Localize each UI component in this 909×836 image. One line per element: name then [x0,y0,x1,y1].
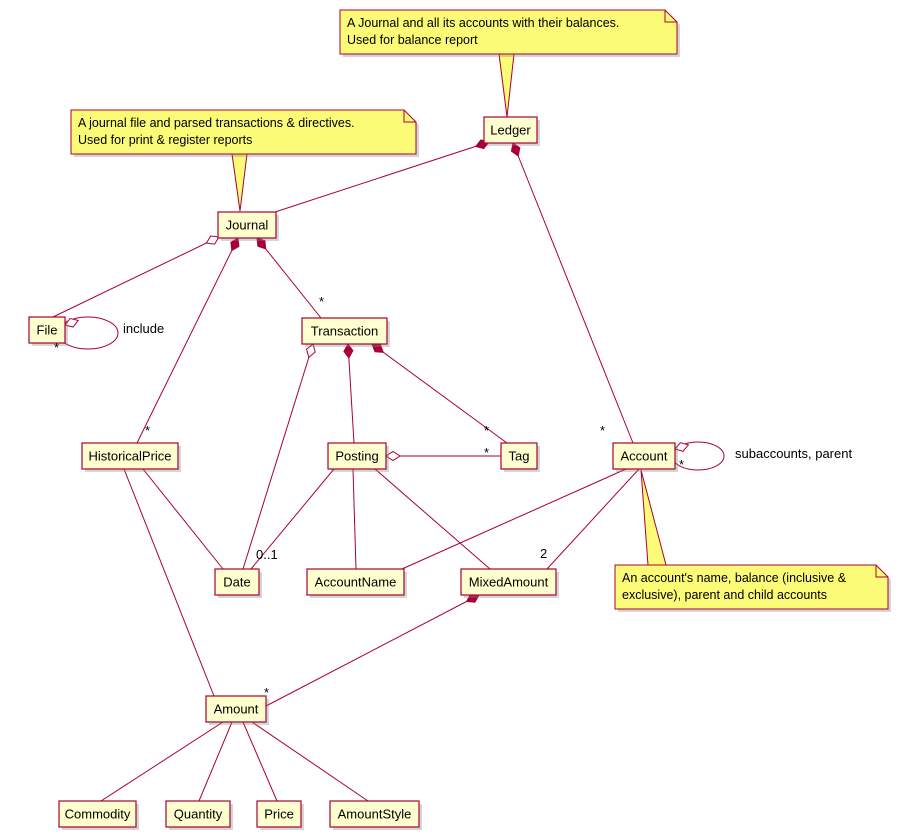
edge-historicalprice-date [142,468,224,570]
edge-posting-date [250,468,335,570]
note-journal-fold-icon [403,110,416,123]
transaction-label: Transaction [311,324,378,339]
class-tag [500,442,538,470]
include-label: include [123,321,164,336]
posting-label: Posting [335,449,378,464]
transaction-date-diamond-icon [306,343,316,359]
class-quantity [165,800,231,828]
note-journal-text-line: Used for print & register reports [78,133,252,147]
edge-ledger-journal [271,141,490,214]
account-subaccounts-mult: * [679,457,684,472]
journal-historicalprice-diamond-icon [230,237,240,252]
edge-posting-accountname [352,468,357,570]
edge-ledger-account [512,142,634,444]
class-amountstyle [329,800,420,828]
class-posting [327,442,387,470]
edge-journal-historicalprice [136,237,239,444]
class-amount [205,695,267,723]
edge-transaction-posting [347,343,355,444]
note-ledger-tail [498,53,515,118]
class-historicalprice [81,442,179,470]
note-journal-tail [231,153,248,212]
quantity-label: Quantity [174,807,223,822]
journal-histprice-mult: * [145,423,150,438]
edge-journal-file [52,236,220,318]
note-ledger-text-line: Used for balance report [347,33,478,47]
note-account [614,564,889,610]
mixedamount-amount-mult: * [264,685,269,700]
ledger-account-mult: * [600,423,605,438]
class-account [612,442,676,470]
transaction-posting-diamond-icon [343,343,354,359]
edge-journal-transaction [256,237,322,319]
edge-account-mixedamount [546,468,640,570]
note-journal-text-line: A journal file and parsed transactions &… [78,116,355,130]
edge-amount-amountstyle [251,721,369,802]
account-label: Account [621,449,668,464]
file-label: File [37,323,58,338]
note-ledger-fold-icon [664,10,677,23]
class-mixedamount [460,568,557,596]
class-date [214,568,260,596]
edge-account-accountname [401,468,627,570]
account-mixedamount-mult: 2 [540,546,547,561]
note-ledger [339,9,678,55]
edge-transaction-date [242,343,314,570]
class-commodity [58,800,137,828]
mixedamount-label: MixedAmount [469,575,549,590]
note-journal [70,109,417,155]
accountname-label: AccountName [315,575,397,590]
edge-amount-commodity [100,721,224,802]
ledger-label: Ledger [490,123,531,138]
edge-transaction-tag [371,343,508,444]
amount-label: Amount [214,702,259,717]
class-transaction [301,317,388,345]
transaction-tag-mult: * [484,423,489,438]
date-label: Date [223,575,250,590]
note-ledger-text-line: A Journal and all its accounts with thei… [347,16,619,30]
edge-amount-quantity [198,721,233,802]
note-account-fold-icon [875,565,888,578]
posting-tag-diamond-icon [385,450,401,462]
commodity-label: Commodity [65,807,131,822]
note-account-text-line: An account's name, balance (inclusive & [622,571,847,585]
edge-posting-mixedamount [374,468,491,570]
journal-transaction-mult: * [319,294,324,309]
historicalprice-label: HistoricalPrice [88,449,171,464]
edge-historicalprice-amount [123,468,215,697]
posting-tag-mult: * [484,445,489,460]
price-label: Price [264,807,294,822]
amountstyle-label: AmountStyle [338,807,412,822]
class-journal [217,211,277,239]
journal-file-diamond-icon [205,235,220,245]
posting-date-mult: 0..1 [256,547,278,562]
note-account-text-line: exclusive), parent and child accounts [622,588,827,602]
file-include-mult: * [54,340,59,355]
class-file [28,316,66,344]
edge-amount-price [242,721,278,802]
class-ledger [483,116,538,144]
ledger-account-diamond-icon [510,142,521,157]
account-parent-loop-diamond-icon [674,442,690,452]
file-include-loop-diamond-icon [64,317,80,328]
tag-label: Tag [509,449,530,464]
journal-transaction-diamond-icon [256,237,267,250]
class-price [256,800,302,828]
class-accountname [306,568,405,596]
journal-label: Journal [226,218,269,233]
subaccounts-label: subaccounts, parent [735,446,852,461]
edge-mixedamount-amount [265,594,480,707]
note-account-tail [640,469,667,566]
